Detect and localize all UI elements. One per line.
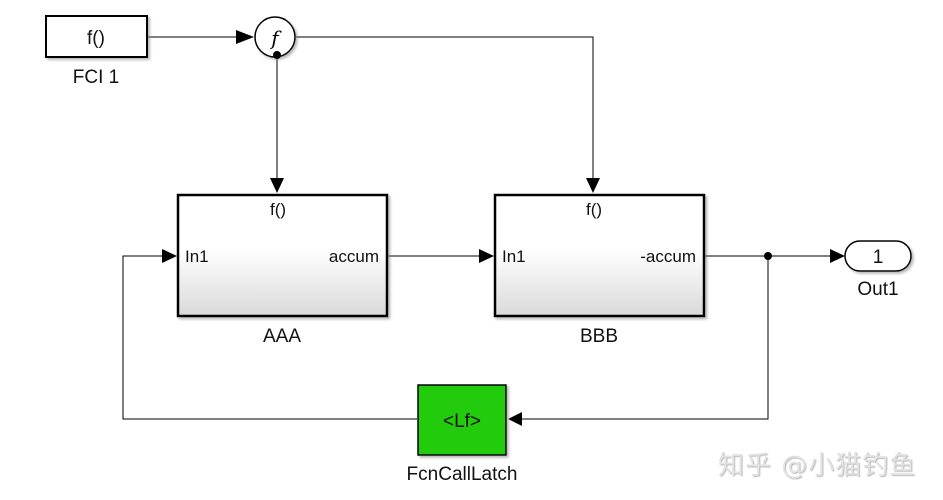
block-subsystem-bbb[interactable]: f() In1 -accum BBB <box>493 193 706 347</box>
out1-block-label: Out1 <box>857 279 898 300</box>
block-subsystem-aaa[interactable]: f() In1 accum AAA <box>176 193 389 347</box>
line-latch-to-aaa[interactable] <box>122 255 417 420</box>
aaa-input-port-label: In1 <box>185 247 209 266</box>
watermark: 知乎 @小猫钓鱼 <box>718 451 917 481</box>
bbb-output-port-label: -accum <box>640 247 696 266</box>
block-fci-1[interactable]: f() FCI 1 <box>45 15 148 88</box>
aaa-block-label: AAA <box>263 326 301 347</box>
latch-block-label: FcnCallLatch <box>407 464 518 485</box>
block-function-call-split[interactable]: f <box>254 16 296 59</box>
arrowhead <box>508 412 522 426</box>
aaa-trigger-port-label: f() <box>270 200 286 219</box>
arrowhead <box>162 249 177 263</box>
bbb-trigger-port-label: f() <box>586 200 602 219</box>
latch-block-text: <Lf> <box>443 411 481 432</box>
line-branch-to-latch[interactable] <box>522 256 769 420</box>
fci-block-label: FCI 1 <box>73 67 119 88</box>
split-port-dot <box>273 51 281 59</box>
arrowhead <box>586 178 600 193</box>
block-outport-out1[interactable]: 1 Out1 <box>844 240 912 300</box>
block-fcn-call-latch[interactable]: <Lf> FcnCallLatch <box>407 384 518 485</box>
arrowhead <box>236 30 254 44</box>
aaa-output-port-label: accum <box>329 247 379 266</box>
fci-block-text: f() <box>87 28 105 49</box>
bbb-input-port-label: In1 <box>502 247 526 266</box>
branch-point <box>764 252 772 260</box>
line-splitter-to-bbb[interactable] <box>296 36 594 181</box>
out1-port-number: 1 <box>873 247 884 268</box>
arrowhead <box>270 178 284 193</box>
bbb-block-label: BBB <box>580 326 618 347</box>
arrowhead <box>830 249 845 263</box>
arrowhead <box>479 249 494 263</box>
